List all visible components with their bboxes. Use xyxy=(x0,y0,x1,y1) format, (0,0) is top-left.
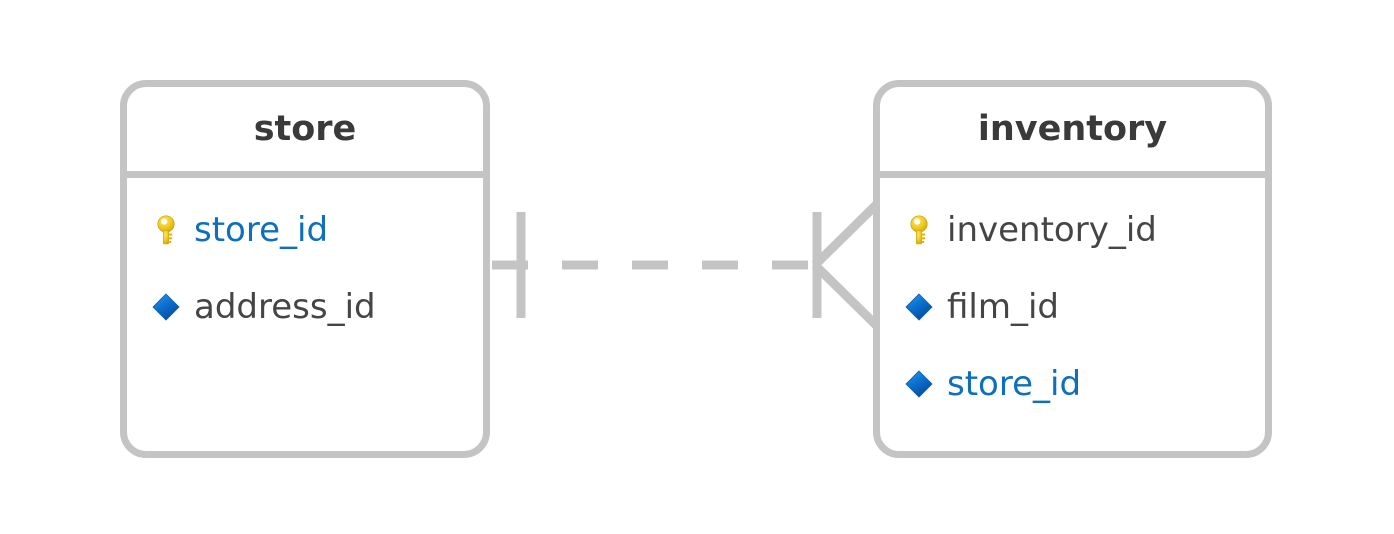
entity-inventory-fields: inventory_id film xyxy=(880,178,1265,422)
cardinality-many-crowsfoot xyxy=(811,200,881,330)
field-row[interactable]: store_id xyxy=(127,191,483,268)
field-label: address_id xyxy=(194,286,376,327)
entity-inventory-header: inventory xyxy=(880,87,1265,178)
relationship-connector-store-inventory[interactable] xyxy=(490,180,890,360)
primary-key-icon xyxy=(903,213,935,247)
field-label: film_id xyxy=(947,286,1060,327)
field-row[interactable]: address_id xyxy=(127,268,483,345)
entity-store-header: store xyxy=(127,87,483,178)
field-label: inventory_id xyxy=(947,209,1157,250)
field-row[interactable]: film_id xyxy=(880,268,1265,345)
entity-inventory[interactable]: inventory xyxy=(873,80,1272,458)
foreign-key-diamond-icon xyxy=(903,290,935,324)
primary-key-icon xyxy=(150,213,182,247)
field-label: store_id xyxy=(194,209,329,250)
foreign-key-diamond-icon xyxy=(903,367,935,401)
entity-store-title: store xyxy=(253,108,357,149)
field-row[interactable]: store_id xyxy=(880,345,1265,422)
entity-store[interactable]: store xyxy=(120,80,490,458)
field-row[interactable]: inventory_id xyxy=(880,191,1265,268)
entity-inventory-title: inventory xyxy=(977,108,1168,149)
entity-store-fields: store_id address_ xyxy=(127,178,483,345)
field-label: store_id xyxy=(947,363,1082,404)
foreign-key-diamond-icon xyxy=(150,290,182,324)
